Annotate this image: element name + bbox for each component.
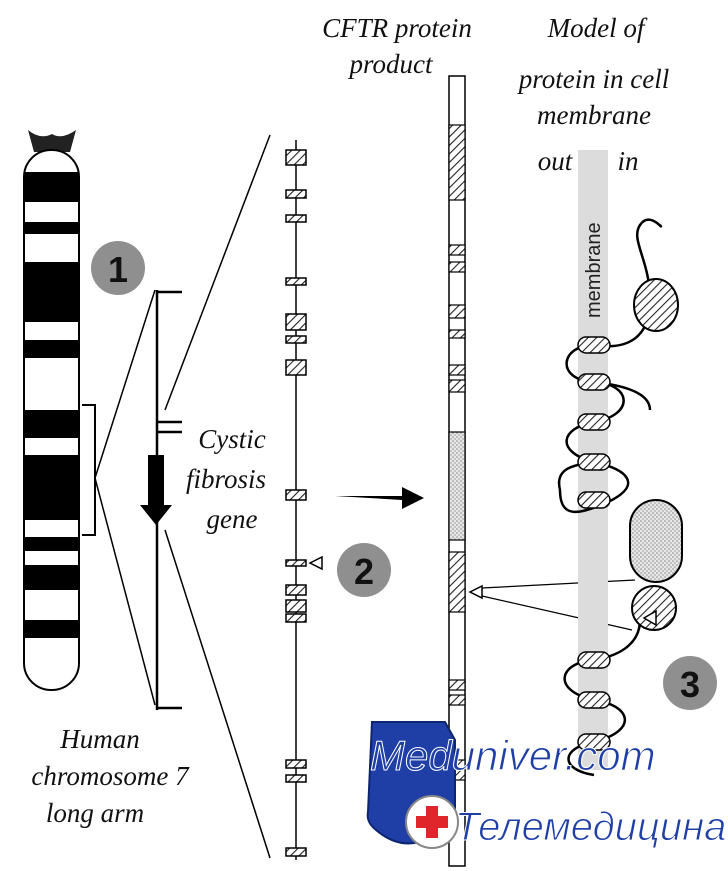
translation-arrow [335,487,424,509]
chromosome-7 [24,130,79,690]
exon [286,278,306,285]
exon [286,775,306,782]
exon [286,336,306,343]
exon [286,360,306,375]
protein-segment [449,380,465,392]
link-line-bottom [482,596,632,630]
watermark-tagline: Телемедицина [455,805,726,849]
step-1-badge: 1 [91,241,145,295]
gene-zoom-line-bottom [165,530,270,858]
protein-segment [449,305,465,318]
transmembrane-helix [578,492,610,508]
cftr-label-line1: CFTR protein [322,13,472,43]
exon [286,190,306,198]
exon [286,150,306,165]
exon [286,490,306,500]
protein-segment [449,552,465,612]
exon [286,215,306,222]
mutation-marker-gene [310,557,322,569]
model-label-line3: membrane [537,100,651,130]
gene-label-line3: gene [207,504,258,534]
exon [286,600,306,612]
watermark: Meduniver.com Телемедицина [368,722,727,849]
protein-segment [449,695,465,705]
chromosome-label-line2: chromosome 7 [31,761,190,791]
watermark-site: Meduniver.com [370,732,656,779]
protein-segment [449,680,465,690]
exon [286,848,306,856]
exon [286,314,306,330]
protein-segment [449,262,465,272]
gene-label-line1: Cystic [198,424,266,454]
domain-hatched-top [634,279,678,331]
svg-text:3: 3 [680,664,700,705]
model-label-line2: protein in cell [517,64,669,94]
protein-segment [449,245,465,255]
membrane-label: membrane [583,222,605,318]
transmembrane-helix [578,652,610,668]
region-bracket [82,405,95,535]
exon [286,614,306,622]
svg-text:1: 1 [108,249,128,290]
exon [286,585,306,595]
mutation-marker-protein [470,586,482,598]
exon [286,560,306,566]
transmembrane-helix [578,692,610,708]
step-3-badge: 3 [663,656,717,710]
exon [286,760,306,768]
gene-zoom-line-top [165,135,270,410]
protein-segment [449,432,465,540]
transmembrane-helix [578,414,610,430]
transmembrane-helix [578,337,610,353]
step-2-badge: 2 [337,543,391,597]
svg-text:2: 2 [354,551,374,592]
transmembrane-helix [578,374,610,390]
regulatory-domain [630,500,682,582]
protein-segment [449,125,465,200]
cftr-gene [286,140,322,860]
gene-label-line2: fibrosis [186,464,266,494]
out-label: out [538,146,574,176]
in-label: in [617,146,638,176]
transmembrane-helix [578,454,610,470]
centromere [28,130,76,152]
long-arm-map [140,290,182,710]
protein-segment [449,330,465,338]
zoom-line-top [95,290,155,478]
model-label-line1: Model of [547,13,648,43]
cftr-label-line2: product [348,49,434,79]
gene-locus-arrow [140,455,172,525]
protein-segment [449,365,465,375]
chromosome-label-line3: long arm [46,798,144,828]
chromosome-label-line1: Human [59,724,140,754]
link-line-top [482,580,635,588]
